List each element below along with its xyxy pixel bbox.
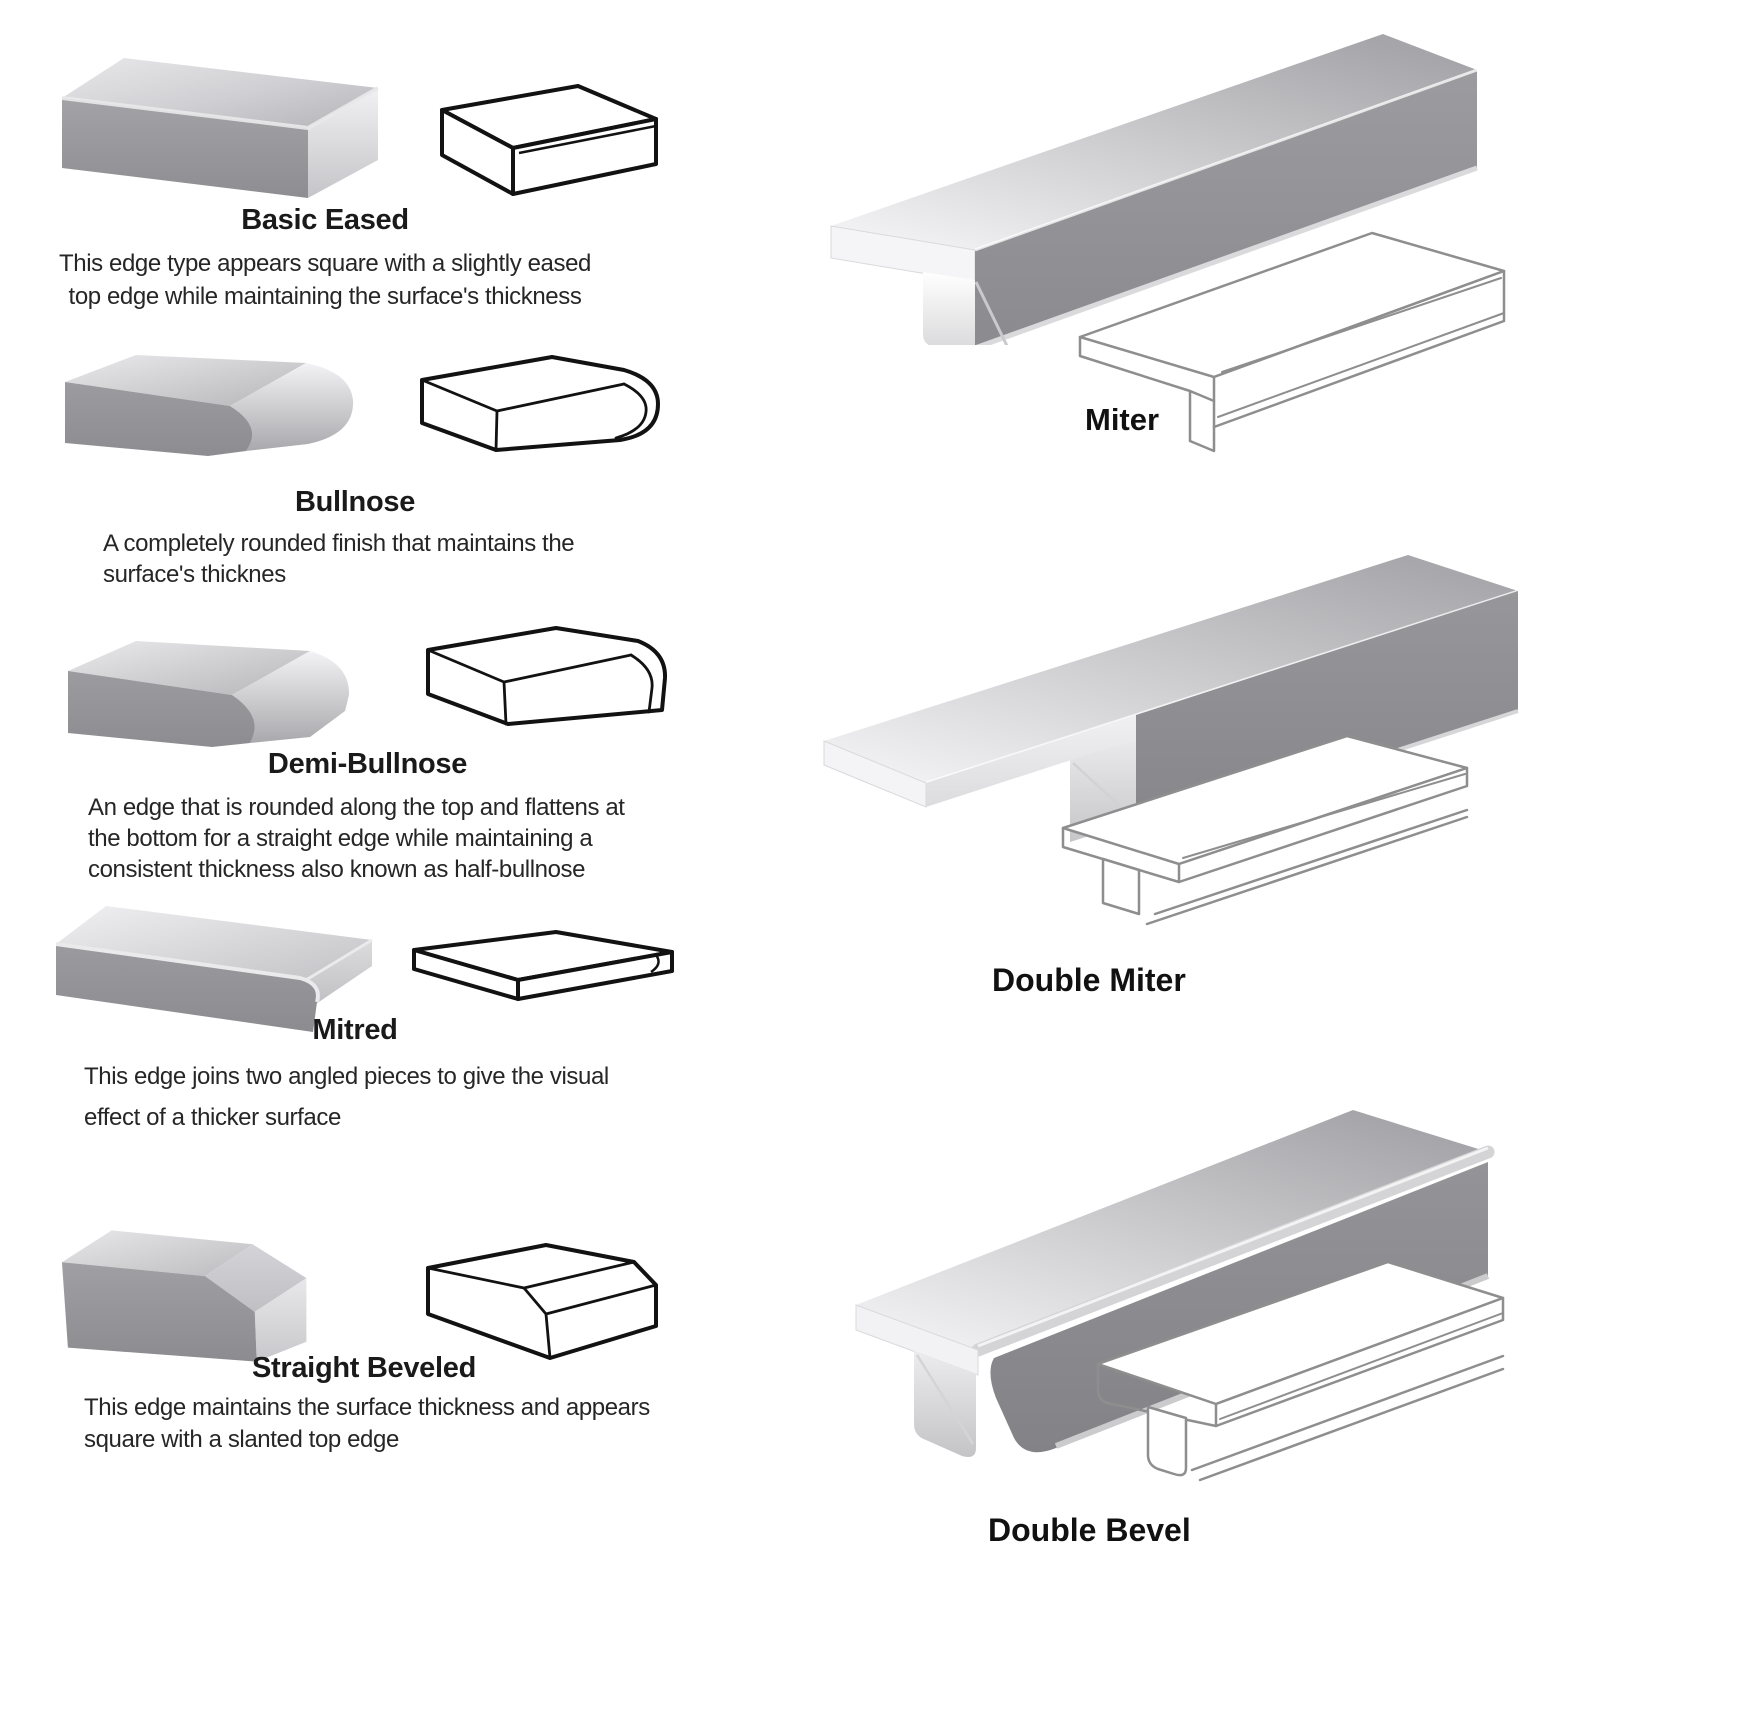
mitred-outline-illustration [412, 930, 674, 1001]
miter-outline-illustration [1078, 231, 1506, 453]
basic-eased-3d-illustration [61, 58, 379, 198]
demi-bullnose-3d-illustration [68, 641, 350, 747]
description-line: top edge while maintaining the surface's… [68, 283, 582, 310]
straight-beveled-description: This edge maintains the surface thicknes… [84, 1392, 684, 1456]
double-miter-label: Double Miter [992, 962, 1186, 998]
miter-label: Miter [1085, 402, 1160, 437]
description-line: An edge that is rounded along the top an… [88, 794, 625, 821]
bullnose-title: Bullnose [294, 486, 416, 518]
straight-beveled-3d-illustration [61, 1230, 307, 1362]
bullnose-description: A completely rounded finish that maintai… [103, 528, 643, 590]
bullnose-outline-illustration [420, 355, 660, 452]
straight-beveled-title: Straight Beveled [251, 1352, 477, 1384]
description-line: surface's thicknes [103, 561, 286, 588]
miter-3d-illustration [830, 34, 1478, 345]
mitred-description: This edge joins two angled pieces to giv… [84, 1056, 664, 1138]
description-line: square with a slanted top edge [84, 1426, 399, 1453]
description-line: the bottom for a straight edge while mai… [88, 825, 593, 852]
bullnose-3d-illustration [65, 355, 354, 456]
basic-eased-title: Basic Eased [241, 204, 409, 236]
double-bevel-label: Double Bevel [988, 1512, 1191, 1548]
demi-bullnose-outline-illustration [426, 626, 668, 726]
basic-eased-description: This edge type appears square with a sli… [30, 247, 620, 313]
basic-eased-outline-illustration [440, 84, 658, 196]
description-line: This edge maintains the surface thicknes… [84, 1394, 650, 1421]
description-line: consistent thickness also known as half-… [88, 856, 586, 883]
double-miter-outline-illustration [1061, 734, 1469, 926]
description-line: effect of a thicker surface [84, 1104, 341, 1131]
double-bevel-outline-illustration [1096, 1260, 1505, 1482]
demi-bullnose-description: An edge that is rounded along the top an… [88, 792, 668, 885]
double-miter-3d-illustration [823, 555, 1519, 842]
mitred-3d-illustration [55, 906, 373, 1032]
description-line: A completely rounded finish that maintai… [103, 530, 575, 557]
description-line: This edge joins two angled pieces to giv… [84, 1063, 609, 1090]
straight-beveled-outline-illustration [426, 1243, 658, 1360]
mitred-title: Mitred [312, 1014, 398, 1046]
description-line: This edge type appears square with a sli… [59, 250, 591, 277]
demi-bullnose-title: Demi-Bullnose [267, 748, 468, 780]
